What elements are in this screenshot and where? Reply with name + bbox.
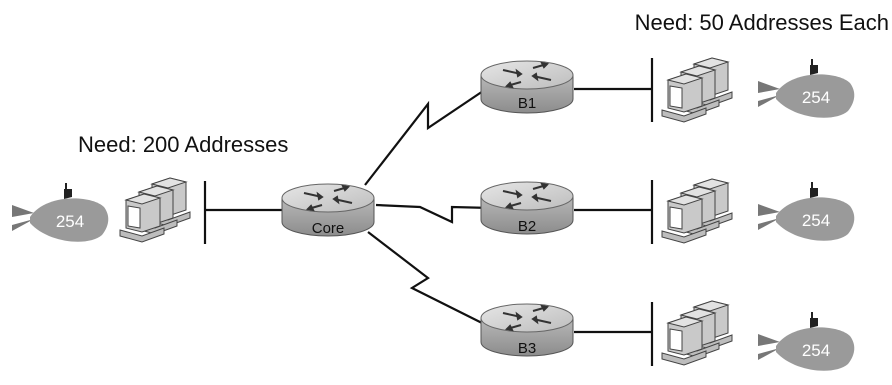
submarine-icon: 254: [11, 182, 110, 243]
serial-link-core-b2: [375, 203, 493, 224]
router-icon: B1: [480, 60, 574, 114]
router-label-core: Core: [312, 220, 345, 237]
router-label-b2: B2: [518, 218, 536, 235]
pc-cluster-icon: [662, 301, 732, 365]
router-icon: Core: [281, 183, 375, 237]
submarine-label-core: 254: [56, 212, 84, 231]
router-icon: B3: [480, 303, 574, 357]
lan-links: [203, 58, 654, 366]
serial-links: [364, 84, 493, 329]
submarine-label-b3: 254: [802, 341, 830, 360]
submarine-label-b2: 254: [802, 211, 830, 230]
need-label-core: Need: 200 Addresses: [78, 132, 288, 157]
pc-cluster-icon: [120, 178, 190, 242]
router-icon: B2: [480, 181, 574, 235]
submarine-icon: 254: [757, 181, 856, 242]
need-label-branch: Need: 50 Addresses Each: [635, 10, 889, 35]
pc-cluster-icon: [662, 58, 732, 122]
pc-cluster-icon: [662, 179, 732, 243]
submarine-icon: 254: [757, 58, 856, 119]
submarine-label-b1: 254: [802, 88, 830, 107]
serial-link-core-b3: [367, 231, 493, 329]
submarine-icon: 254: [757, 311, 856, 372]
serial-link-core-b1: [364, 84, 493, 186]
router-label-b1: B1: [518, 95, 536, 112]
router-label-b3: B3: [518, 340, 536, 357]
